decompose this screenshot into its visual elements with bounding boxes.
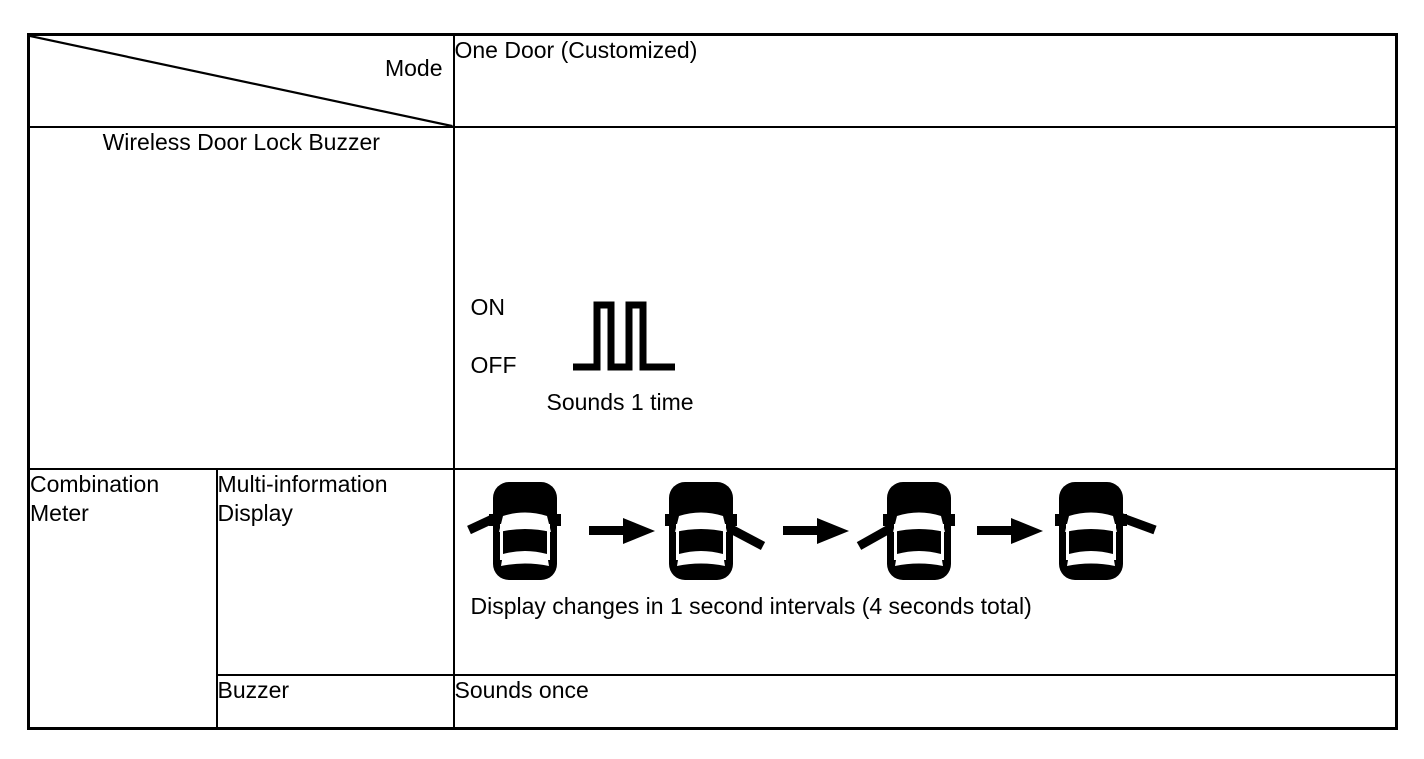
- table-row-buzzer: Buzzer Sounds once: [29, 673, 1398, 730]
- car-front-left-door-open-icon: [466, 482, 561, 580]
- mode-column-label: Mode: [384, 55, 443, 81]
- multi-information-display-cell: Display changes in 1 second intervals (4…: [452, 468, 1398, 676]
- waveform-on-label: ON: [470, 294, 506, 321]
- car-front-right-door-open-icon: [1054, 482, 1157, 580]
- buzzer-value: Sounds once: [452, 673, 1398, 730]
- buzzer-label: Buzzer: [215, 673, 455, 730]
- mode-value-cell: One Door (Customized): [452, 33, 1398, 129]
- mode-specification-table: Mode One Door (Customized) Wireless Door…: [27, 33, 1398, 730]
- wireless-door-lock-buzzer-label: Wireless Door Lock Buzzer: [27, 126, 455, 470]
- pulse-waveform-icon: [572, 301, 675, 371]
- car-door-sequence-diagram: [465, 478, 1225, 583]
- table-row-multi-information-display: Combination Meter Multi-information Disp…: [27, 468, 1398, 730]
- car-rear-right-door-open-icon: [664, 482, 765, 580]
- table-row-wireless-door-lock-buzzer: Wireless Door Lock Buzzer ON OFF Sounds …: [27, 126, 1398, 470]
- table-row-header: Mode One Door (Customized): [27, 33, 1398, 129]
- combination-meter-label: Combination Meter: [27, 468, 218, 730]
- multi-information-display-label: Multi-information Display: [215, 468, 455, 676]
- multi-information-display-caption: Display changes in 1 second intervals (4…: [470, 593, 1032, 619]
- diagonal-divider-line: [30, 36, 453, 126]
- arrow-right-icon: [976, 517, 1043, 544]
- arrow-right-icon: [588, 517, 655, 544]
- waveform-off-label: OFF: [470, 352, 517, 379]
- buzzer-waveform-cell: ON OFF Sounds 1 time: [452, 126, 1398, 470]
- car-rear-left-door-open-icon: [856, 482, 955, 580]
- waveform-caption: Sounds 1 time: [546, 389, 694, 416]
- arrow-right-icon: [782, 517, 849, 544]
- waveform-diagram: ON OFF Sounds 1 time: [471, 293, 891, 443]
- diagonal-header-cell: Mode: [27, 33, 455, 129]
